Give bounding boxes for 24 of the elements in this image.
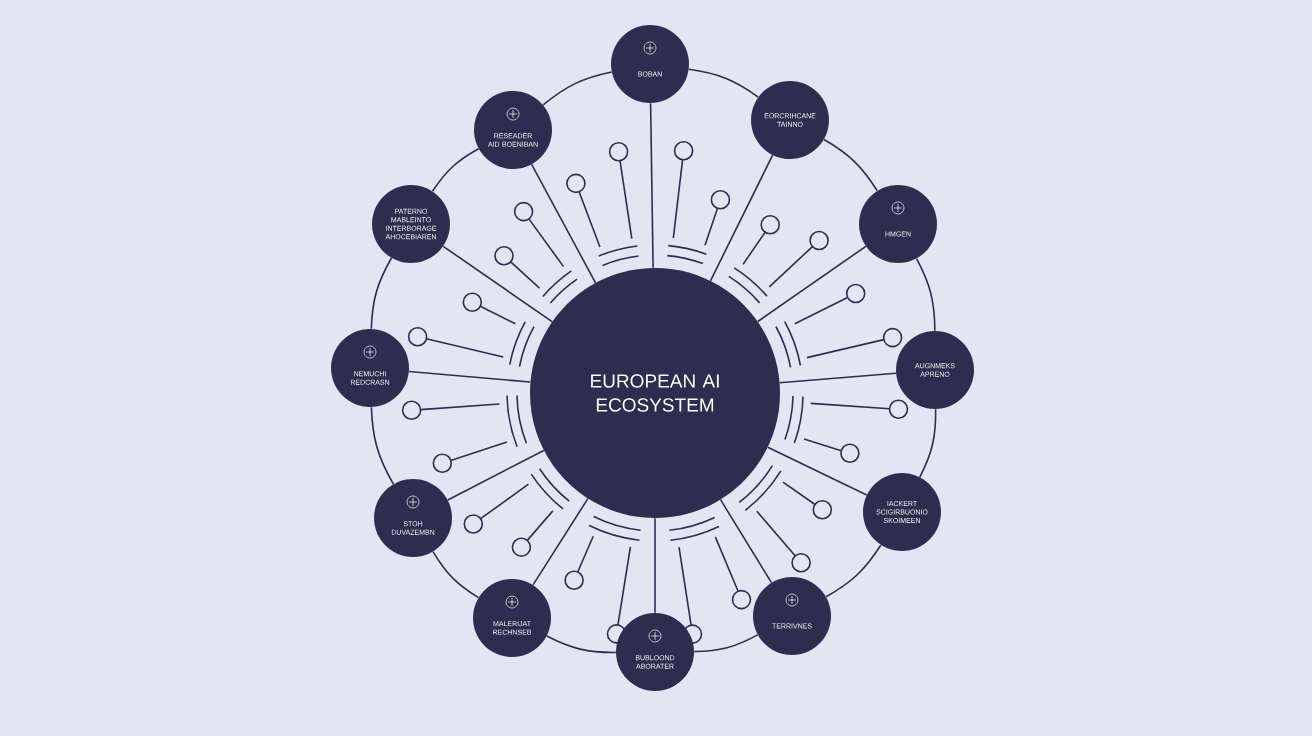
spoke-line [649, 102, 654, 269]
spoke-line [447, 449, 545, 501]
ring-arc [915, 257, 936, 332]
ring-arc [825, 544, 882, 598]
ring-arc [542, 71, 613, 106]
spoke-line [442, 245, 553, 323]
ring-arc [688, 68, 759, 98]
spoke-line [532, 497, 589, 586]
ring-arc [370, 406, 395, 485]
ring-arc [919, 408, 937, 478]
spoke-line [757, 245, 867, 323]
ring-arc [370, 257, 393, 330]
ring-arc [823, 138, 878, 192]
ring-arc [693, 634, 759, 653]
spoke-line [779, 372, 897, 384]
ring-arc [546, 635, 617, 654]
ring-arc [432, 550, 480, 599]
spoke-line [719, 498, 773, 584]
spoke-line [767, 446, 868, 496]
spoke-line [408, 370, 532, 383]
spoke-line [530, 163, 597, 284]
spoke-line [709, 154, 774, 282]
ring-arc [431, 148, 480, 193]
spoke-line [654, 517, 656, 614]
